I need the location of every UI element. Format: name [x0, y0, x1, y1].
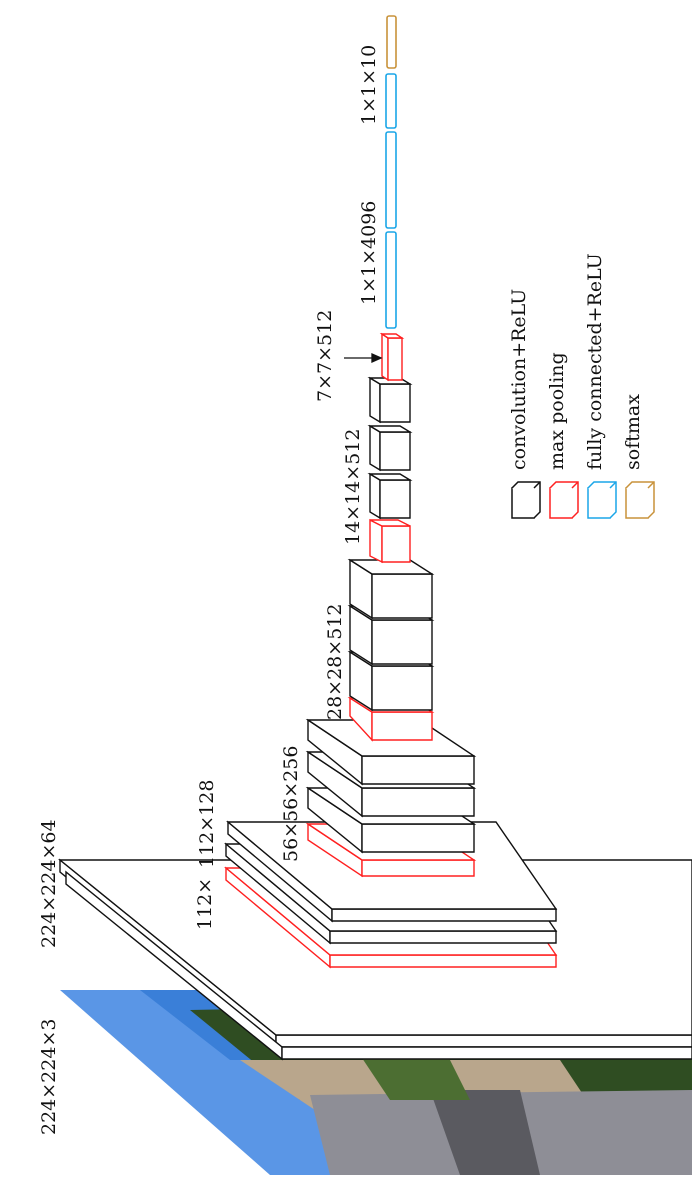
label-block3-size: 56×56×256	[280, 745, 302, 862]
conv-block-2	[224, 820, 558, 969]
pool-5	[379, 332, 405, 382]
legend-label-softmax: softmax	[622, 394, 644, 470]
label-block1-size: 224×224×64	[38, 819, 60, 948]
legend-label-pool: max pooling	[546, 352, 568, 470]
legend-cube-conv	[511, 481, 541, 519]
legend-label-fc: fully connected+ReLU	[584, 253, 606, 470]
label-fc-size: 1×1×4096	[358, 200, 380, 305]
legend-cube-softmax	[625, 481, 655, 519]
legend-cube-fc	[587, 481, 617, 519]
label-pool5-size: 7×7×512	[314, 309, 336, 402]
softmax-layer	[386, 15, 397, 69]
label-block2-prefix: 112×	[194, 877, 216, 930]
label-block5-size: 14×14×512	[342, 428, 364, 545]
legend-cube-pool	[549, 481, 579, 519]
conv-block-4	[347, 558, 435, 742]
pool-5-arrow	[344, 352, 383, 364]
conv-block-3	[305, 718, 477, 878]
legend-icons	[511, 481, 655, 519]
label-input-size: 224×224×3	[38, 1018, 60, 1135]
fc-layers	[385, 73, 397, 329]
label-softmax-size: 1×1×10	[358, 44, 380, 125]
conv-block-5	[367, 376, 413, 564]
label-block4-size: 28×28×512	[324, 603, 346, 720]
legend-label-conv: convolution+ReLU	[508, 288, 530, 470]
label-block2-size: 112×128	[196, 779, 218, 868]
